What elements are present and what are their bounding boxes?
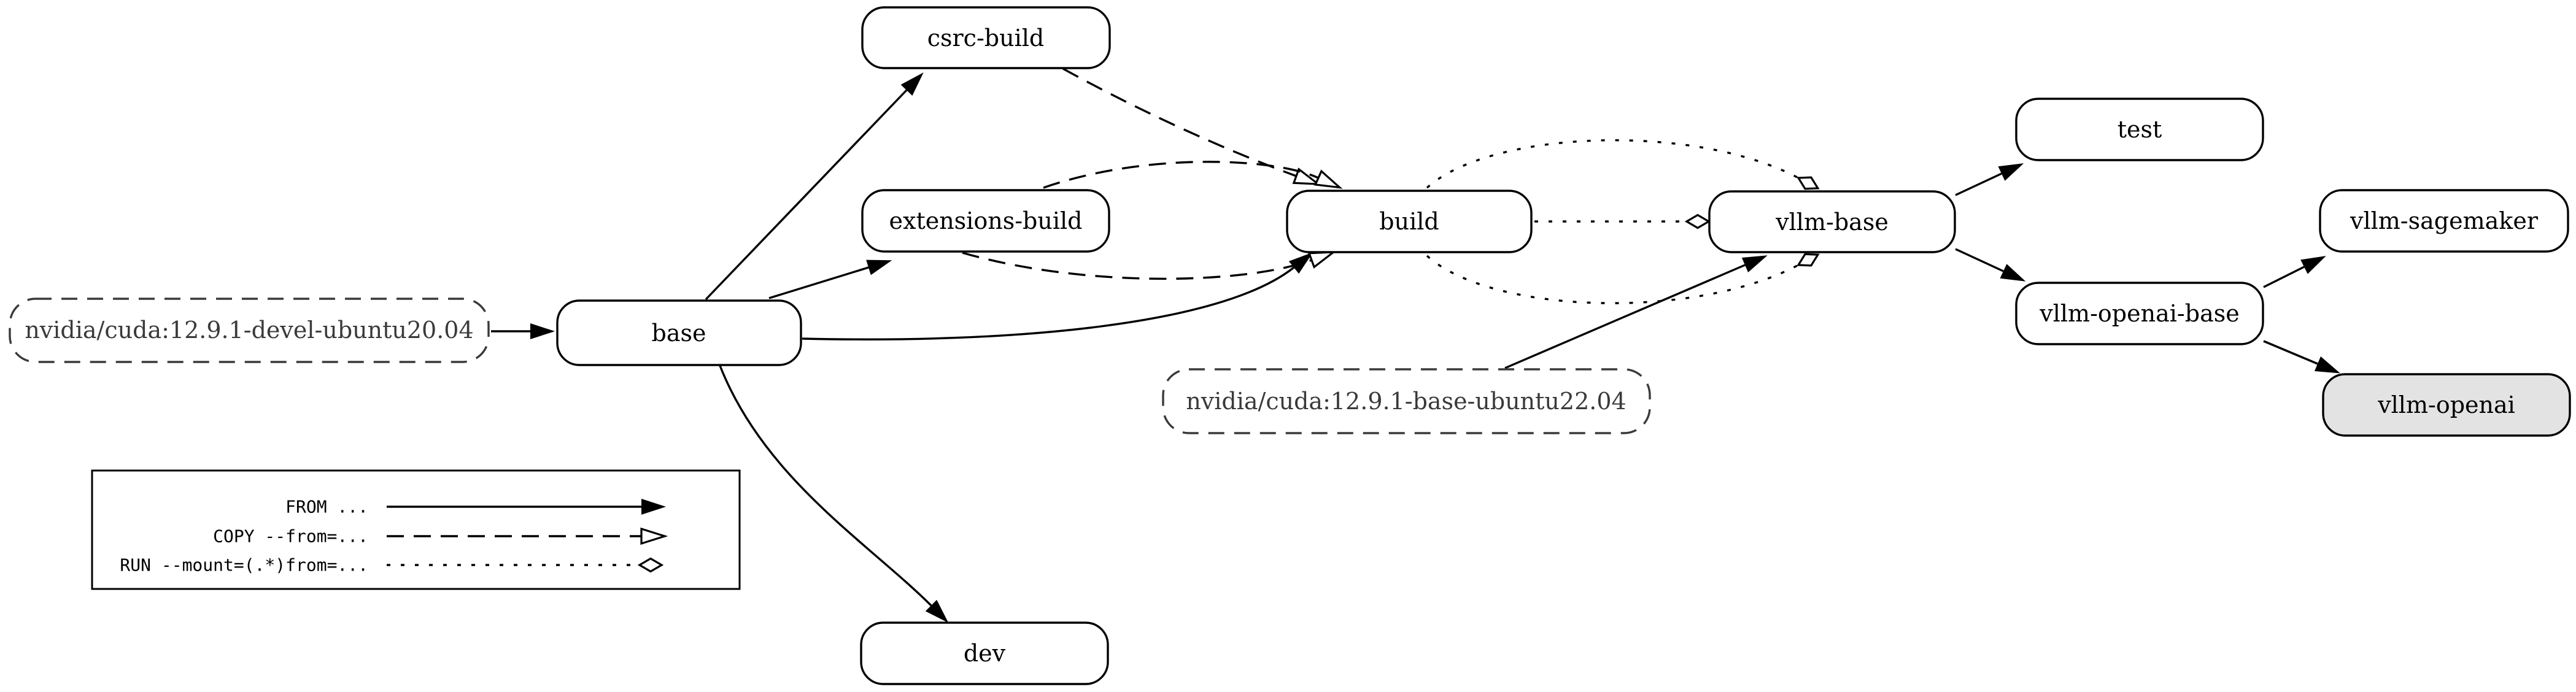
legend: FROM ... COPY --from=... RUN --mount=(.*… — [91, 469, 741, 590]
edge-base-to-csrc-build — [705, 72, 924, 301]
node-label-csrc-build: csrc-build — [927, 25, 1045, 52]
edge-extensions-build-to-build-copy-bottom — [962, 253, 1312, 280]
node-box-vllm-sagemaker — [2319, 189, 2569, 253]
node-label-dev: dev — [964, 640, 1006, 667]
edge-cuda-base-to-vllm-base — [1504, 255, 1768, 369]
node-label-test: test — [2118, 116, 2162, 143]
edge-csrc-build-to-build-copy — [1062, 67, 1296, 176]
edge-extensions-build-to-build-copy-top — [1043, 161, 1318, 188]
node-label-extensions-build: extensions-build — [889, 207, 1083, 234]
edge-vllm-openai-base-to-vllm-sagemaker — [2263, 256, 2326, 288]
node-label-build: build — [1379, 208, 1439, 235]
edge-build-to-vllm-base-run-bottom — [1426, 256, 1798, 304]
edge-base-to-dev — [719, 365, 949, 623]
node-box-test — [2015, 98, 2264, 161]
node-label-vllm-sagemaker: vllm-sagemaker — [2350, 207, 2539, 234]
node-box-base — [556, 299, 802, 366]
edge-vllm-openai-base-to-vllm-openai — [2263, 340, 2340, 374]
node-box-cuda-base — [1162, 368, 1651, 434]
node-box-extensions-build — [861, 189, 1110, 253]
node-box-vllm-base — [1708, 190, 1956, 253]
node-label-cuda-base: nvidia/cuda:12.9.1-base-ubuntu22.04 — [1186, 388, 1626, 415]
nodes-layer: nvidia/cuda:12.9.1-devel-ubuntu20.04 bas… — [9, 6, 2571, 685]
node-label-vllm-base: vllm-base — [1775, 209, 1889, 236]
node-box-dev — [860, 621, 1109, 685]
edges-layer — [491, 67, 2340, 623]
edge-vllm-base-to-test — [1955, 163, 2024, 196]
node-label-vllm-openai: vllm-openai — [2377, 391, 2515, 418]
legend-item-copy-label: COPY --from=... — [213, 526, 368, 547]
node-label-cuda-devel: nvidia/cuda:12.9.1-devel-ubuntu20.04 — [25, 317, 473, 344]
node-label-vllm-openai-base: vllm-openai-base — [2039, 300, 2239, 327]
node-box-cuda-devel — [9, 298, 490, 363]
legend-item-from-label: FROM ... — [285, 497, 368, 517]
legend-box — [91, 469, 741, 590]
edge-vllm-base-to-vllm-openai-base — [1955, 248, 2026, 282]
node-label-base: base — [652, 320, 706, 347]
legend-item-run-label: RUN --mount=(.*)from=... — [120, 555, 368, 575]
edge-base-to-extensions-build — [768, 260, 892, 299]
node-box-vllm-openai-base — [2015, 282, 2264, 345]
edge-build-to-vllm-base-run-top — [1426, 139, 1798, 188]
node-box-vllm-openai — [2322, 373, 2571, 437]
edge-base-to-build — [802, 252, 1313, 340]
node-box-csrc-build — [861, 6, 1111, 69]
node-box-build — [1286, 190, 1533, 253]
